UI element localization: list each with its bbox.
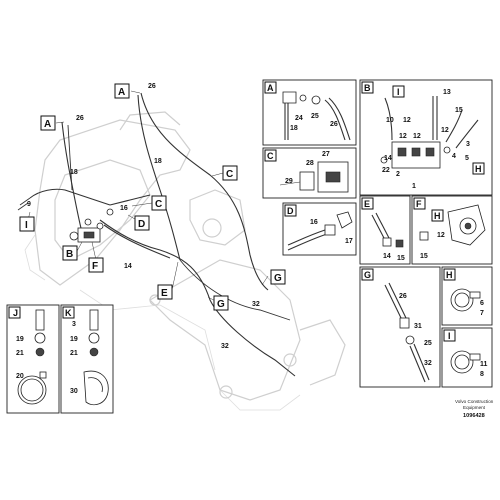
- label-32-b: 32: [221, 343, 229, 350]
- footer-figure-code: 1096428: [463, 413, 485, 419]
- main-part-numbers: 26 26 18 18 9 16 14 32 32: [27, 83, 260, 350]
- svg-text:26: 26: [330, 121, 338, 128]
- svg-text:12: 12: [441, 127, 449, 134]
- callout-d: D: [138, 219, 145, 230]
- callout-g-lower: G: [217, 299, 225, 310]
- detail-panel-j: J 19 21 20: [6, 304, 60, 414]
- svg-text:17: 17: [345, 238, 353, 245]
- svg-text:31: 31: [414, 323, 422, 330]
- callout-g-right: G: [274, 273, 282, 284]
- svg-text:19: 19: [16, 336, 24, 343]
- svg-text:27: 27: [322, 151, 330, 158]
- panel-d-letter: D: [287, 206, 294, 216]
- callout-f: F: [92, 261, 98, 272]
- footer-brand-line1: Volvo Construction: [455, 399, 494, 404]
- svg-text:30: 30: [70, 388, 78, 395]
- svg-text:4: 4: [452, 153, 456, 160]
- callout-b: B: [66, 249, 73, 260]
- panel-j-letter: J: [13, 308, 18, 318]
- detail-panel-a: A 24 18 25 26: [262, 79, 357, 146]
- svg-text:21: 21: [16, 350, 24, 357]
- svg-text:15: 15: [397, 255, 405, 262]
- callout-e: E: [161, 288, 168, 299]
- detail-panel-b: B I H 13 10 12 12 15 12 12 3 14 22 2 4 5…: [359, 79, 493, 196]
- svg-text:25: 25: [424, 340, 432, 347]
- svg-text:I: I: [397, 87, 400, 97]
- label-18-mid: 18: [154, 158, 162, 165]
- svg-text:16: 16: [310, 219, 318, 226]
- svg-text:22: 22: [382, 167, 390, 174]
- svg-text:29: 29: [285, 178, 293, 185]
- label-32-a: 32: [252, 301, 260, 308]
- detail-panel-c: C 27 28 29: [262, 147, 357, 199]
- svg-text:8: 8: [480, 371, 484, 378]
- svg-text:19: 19: [70, 336, 78, 343]
- svg-text:32: 32: [424, 360, 432, 367]
- svg-text:26: 26: [399, 293, 407, 300]
- callout-c-mid: C: [155, 199, 162, 210]
- main-valve-block: [69, 208, 114, 243]
- label-26-left: 26: [76, 115, 84, 122]
- panel-h-letter: H: [446, 270, 453, 280]
- panel-g-letter: G: [364, 270, 371, 280]
- callout-a-top: A: [118, 87, 125, 98]
- detail-panel-k: K 3 19 21 30: [60, 304, 114, 414]
- svg-text:15: 15: [455, 107, 463, 114]
- svg-text:15: 15: [420, 253, 428, 260]
- svg-text:24: 24: [295, 115, 303, 122]
- footer-block: Volvo Construction Equipment 1096428: [455, 399, 494, 419]
- svg-text:12: 12: [413, 133, 421, 140]
- svg-text:2: 2: [396, 171, 400, 178]
- label-18-left: 18: [70, 169, 78, 176]
- panel-b-letter: B: [364, 83, 371, 93]
- label-14: 14: [124, 263, 132, 270]
- label-26-top: 26: [148, 83, 156, 90]
- detail-panel-d: D 16 17: [282, 202, 357, 256]
- panel-e-letter: E: [364, 199, 370, 209]
- main-leader-lines: [26, 90, 269, 303]
- panel-a-letter: A: [267, 83, 274, 93]
- svg-text:10: 10: [386, 117, 394, 124]
- callout-i: I: [25, 220, 28, 231]
- label-16: 16: [120, 205, 128, 212]
- svg-text:H: H: [434, 211, 441, 221]
- detail-panel-g: G 26 31 25 32: [359, 266, 441, 388]
- svg-text:18: 18: [290, 125, 298, 132]
- detail-panel-e: E 14 15: [359, 195, 411, 265]
- main-hoses: [17, 92, 296, 377]
- svg-text:28: 28: [306, 160, 314, 167]
- panel-i-letter: I: [448, 331, 451, 341]
- svg-text:11: 11: [480, 361, 488, 368]
- svg-text:H: H: [475, 164, 482, 174]
- label-9: 9: [27, 201, 31, 208]
- svg-text:7: 7: [480, 310, 484, 317]
- detail-panel-h: H 6 7: [441, 266, 493, 326]
- svg-text:14: 14: [383, 253, 391, 260]
- callout-a-left: A: [44, 119, 51, 130]
- svg-text:12: 12: [403, 117, 411, 124]
- svg-text:25: 25: [311, 113, 319, 120]
- panel-c-letter: C: [267, 151, 274, 161]
- svg-text:12: 12: [437, 232, 445, 239]
- callout-c-right: C: [226, 169, 233, 180]
- svg-text:20: 20: [16, 373, 24, 380]
- svg-text:14: 14: [384, 155, 392, 162]
- detail-panel-i: I 11 8: [441, 327, 493, 388]
- svg-text:6: 6: [480, 300, 484, 307]
- machine-frame: [24, 111, 346, 411]
- main-callouts: A A C C D B F I E G G: [19, 83, 286, 311]
- detail-panel-f: F H 15 12: [411, 195, 493, 265]
- footer-brand-line2: Equipment: [463, 405, 486, 410]
- svg-text:3: 3: [466, 141, 470, 148]
- svg-text:3: 3: [72, 321, 76, 328]
- svg-text:5: 5: [465, 155, 469, 162]
- svg-text:12: 12: [399, 133, 407, 140]
- panel-f-letter: F: [416, 199, 422, 209]
- panel-k-letter: K: [65, 308, 72, 318]
- svg-text:21: 21: [70, 350, 78, 357]
- svg-text:1: 1: [412, 183, 416, 190]
- svg-text:13: 13: [443, 89, 451, 96]
